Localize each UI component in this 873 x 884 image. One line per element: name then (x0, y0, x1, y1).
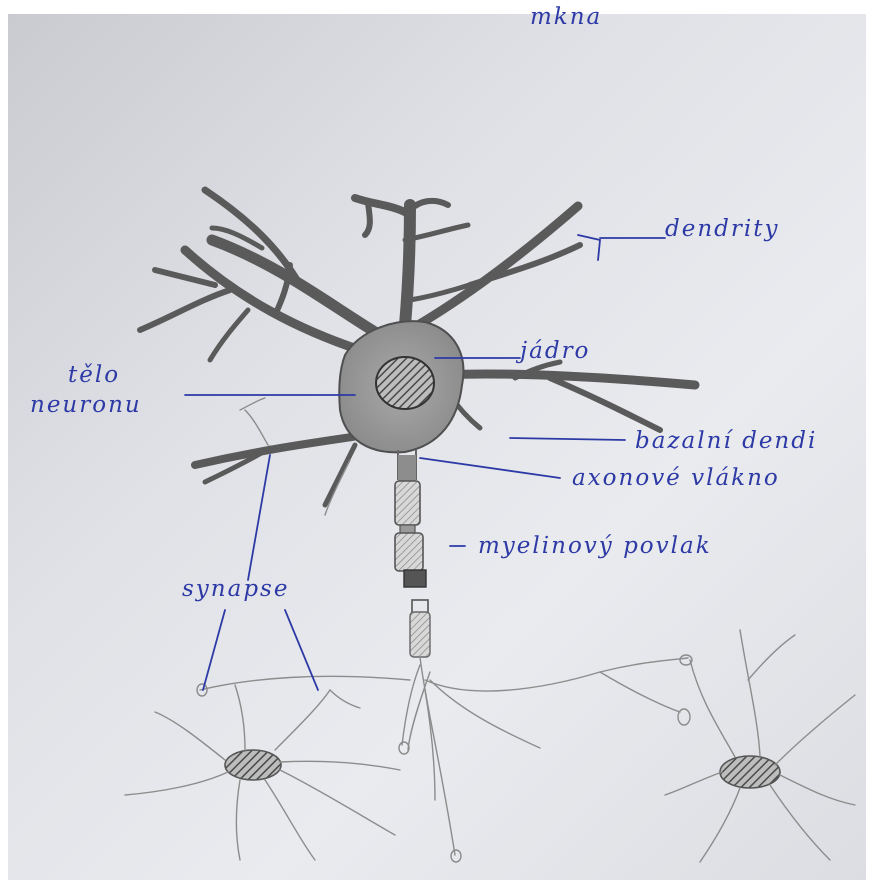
label-myelinovy-povlak: myelinový povlak (478, 533, 712, 559)
label-synapse: synapse (182, 576, 289, 602)
leader-synapse-left (203, 610, 225, 690)
nucleus (720, 756, 780, 788)
leader-synapse-top (248, 455, 270, 580)
leader-axon (420, 458, 560, 478)
neighbor-neuron-left (125, 460, 410, 860)
label-telo: tělo (68, 362, 120, 388)
label-neuronu: neuronu (30, 392, 142, 418)
axon (395, 450, 692, 862)
label-jadro: jádro (515, 338, 590, 364)
label-dendrity: dendrity (665, 216, 779, 242)
myelin-sheath-segment (395, 481, 420, 525)
myelin-sheath-segment (410, 612, 430, 657)
leader-bazalni (510, 438, 625, 440)
nucleus (225, 750, 281, 780)
faint-branch (240, 398, 265, 410)
neighbor-neuron-right (665, 630, 855, 862)
label-top-fragment: mkna (530, 4, 602, 30)
label-bazalni-dendrity: bazalní dendi (635, 428, 817, 454)
faint-branch (245, 410, 268, 445)
nucleus (376, 357, 434, 409)
myelin-sheath-segment (395, 533, 423, 571)
label-axonove-vlakno: axonové vlákno (572, 465, 780, 491)
